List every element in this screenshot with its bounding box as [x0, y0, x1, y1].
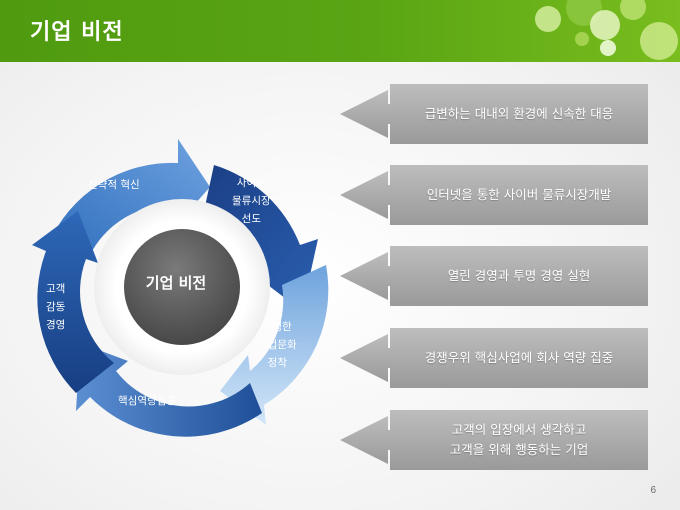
cycle-label-transparent-culture: 투명한 기업문화 정착 — [258, 321, 297, 369]
left-arrow-shape — [340, 328, 648, 388]
page-number: 6 — [650, 485, 656, 496]
vision-item: 급변하는 대내외 환경에 신속한 대응 — [340, 84, 648, 144]
cycle-label-customer-satisfaction: 고객 감동 경영 — [46, 283, 66, 331]
title-bar: 기업 비전 — [0, 0, 680, 62]
vision-item: 경쟁우위 핵심사업에 회사 역량 집중 — [340, 328, 648, 388]
decor-bubble — [575, 32, 589, 46]
page-title: 기업 비전 — [30, 20, 124, 45]
vision-item: 열린 경영과 투명 경영 실현 — [340, 246, 648, 306]
cycle-segment-core-competency — [76, 343, 262, 437]
decor-bubble — [590, 10, 620, 40]
cycle-segment-transparent-culture — [220, 265, 329, 425]
left-arrow-shape — [340, 84, 648, 144]
cycle-diagram — [32, 139, 329, 437]
left-arrow-shape — [340, 165, 648, 225]
vision-item-text: 급변하는 대내외 환경에 신속한 대응 — [424, 106, 614, 121]
vision-item-text: 경쟁우위 핵심사업에 회사 역량 집중 — [424, 350, 614, 365]
center-label: 기업 비전 — [145, 274, 207, 292]
cycle-label-strategic-innovation: 전략적 혁신 — [88, 179, 140, 191]
vision-item-text: 고객의 입장에서 생각하고 — [451, 422, 587, 437]
cycle-segment-cyber-logistics — [204, 165, 318, 311]
cycle-label-cyber-logistics: 사이버 물류시장 선도 — [232, 177, 271, 225]
decor-bubble — [600, 40, 616, 56]
center-circle — [124, 229, 240, 345]
decor-bubble — [620, 0, 646, 20]
cycle-segment-strategic-innovation — [48, 139, 210, 259]
vision-item-text: 인터넷을 통한 사이버 물류시장개발 — [426, 187, 612, 202]
left-arrow-shape — [340, 246, 648, 306]
left-arrow-shape — [340, 410, 648, 470]
vision-item-text: 열린 경영과 투명 경영 실현 — [447, 268, 591, 283]
cycle-label-core-competency: 핵심역량집중 — [118, 395, 176, 407]
cycle-segment-customer-satisfaction — [32, 211, 114, 393]
vision-item: 인터넷을 통한 사이버 물류시장개발 — [340, 165, 648, 225]
vision-item-text: 고객을 위해 행동하는 기업 — [449, 442, 589, 457]
decor-bubble — [535, 6, 561, 32]
decor-bubble — [640, 22, 678, 60]
vision-item: 고객의 입장에서 생각하고 고객을 위해 행동하는 기업 — [340, 410, 648, 470]
